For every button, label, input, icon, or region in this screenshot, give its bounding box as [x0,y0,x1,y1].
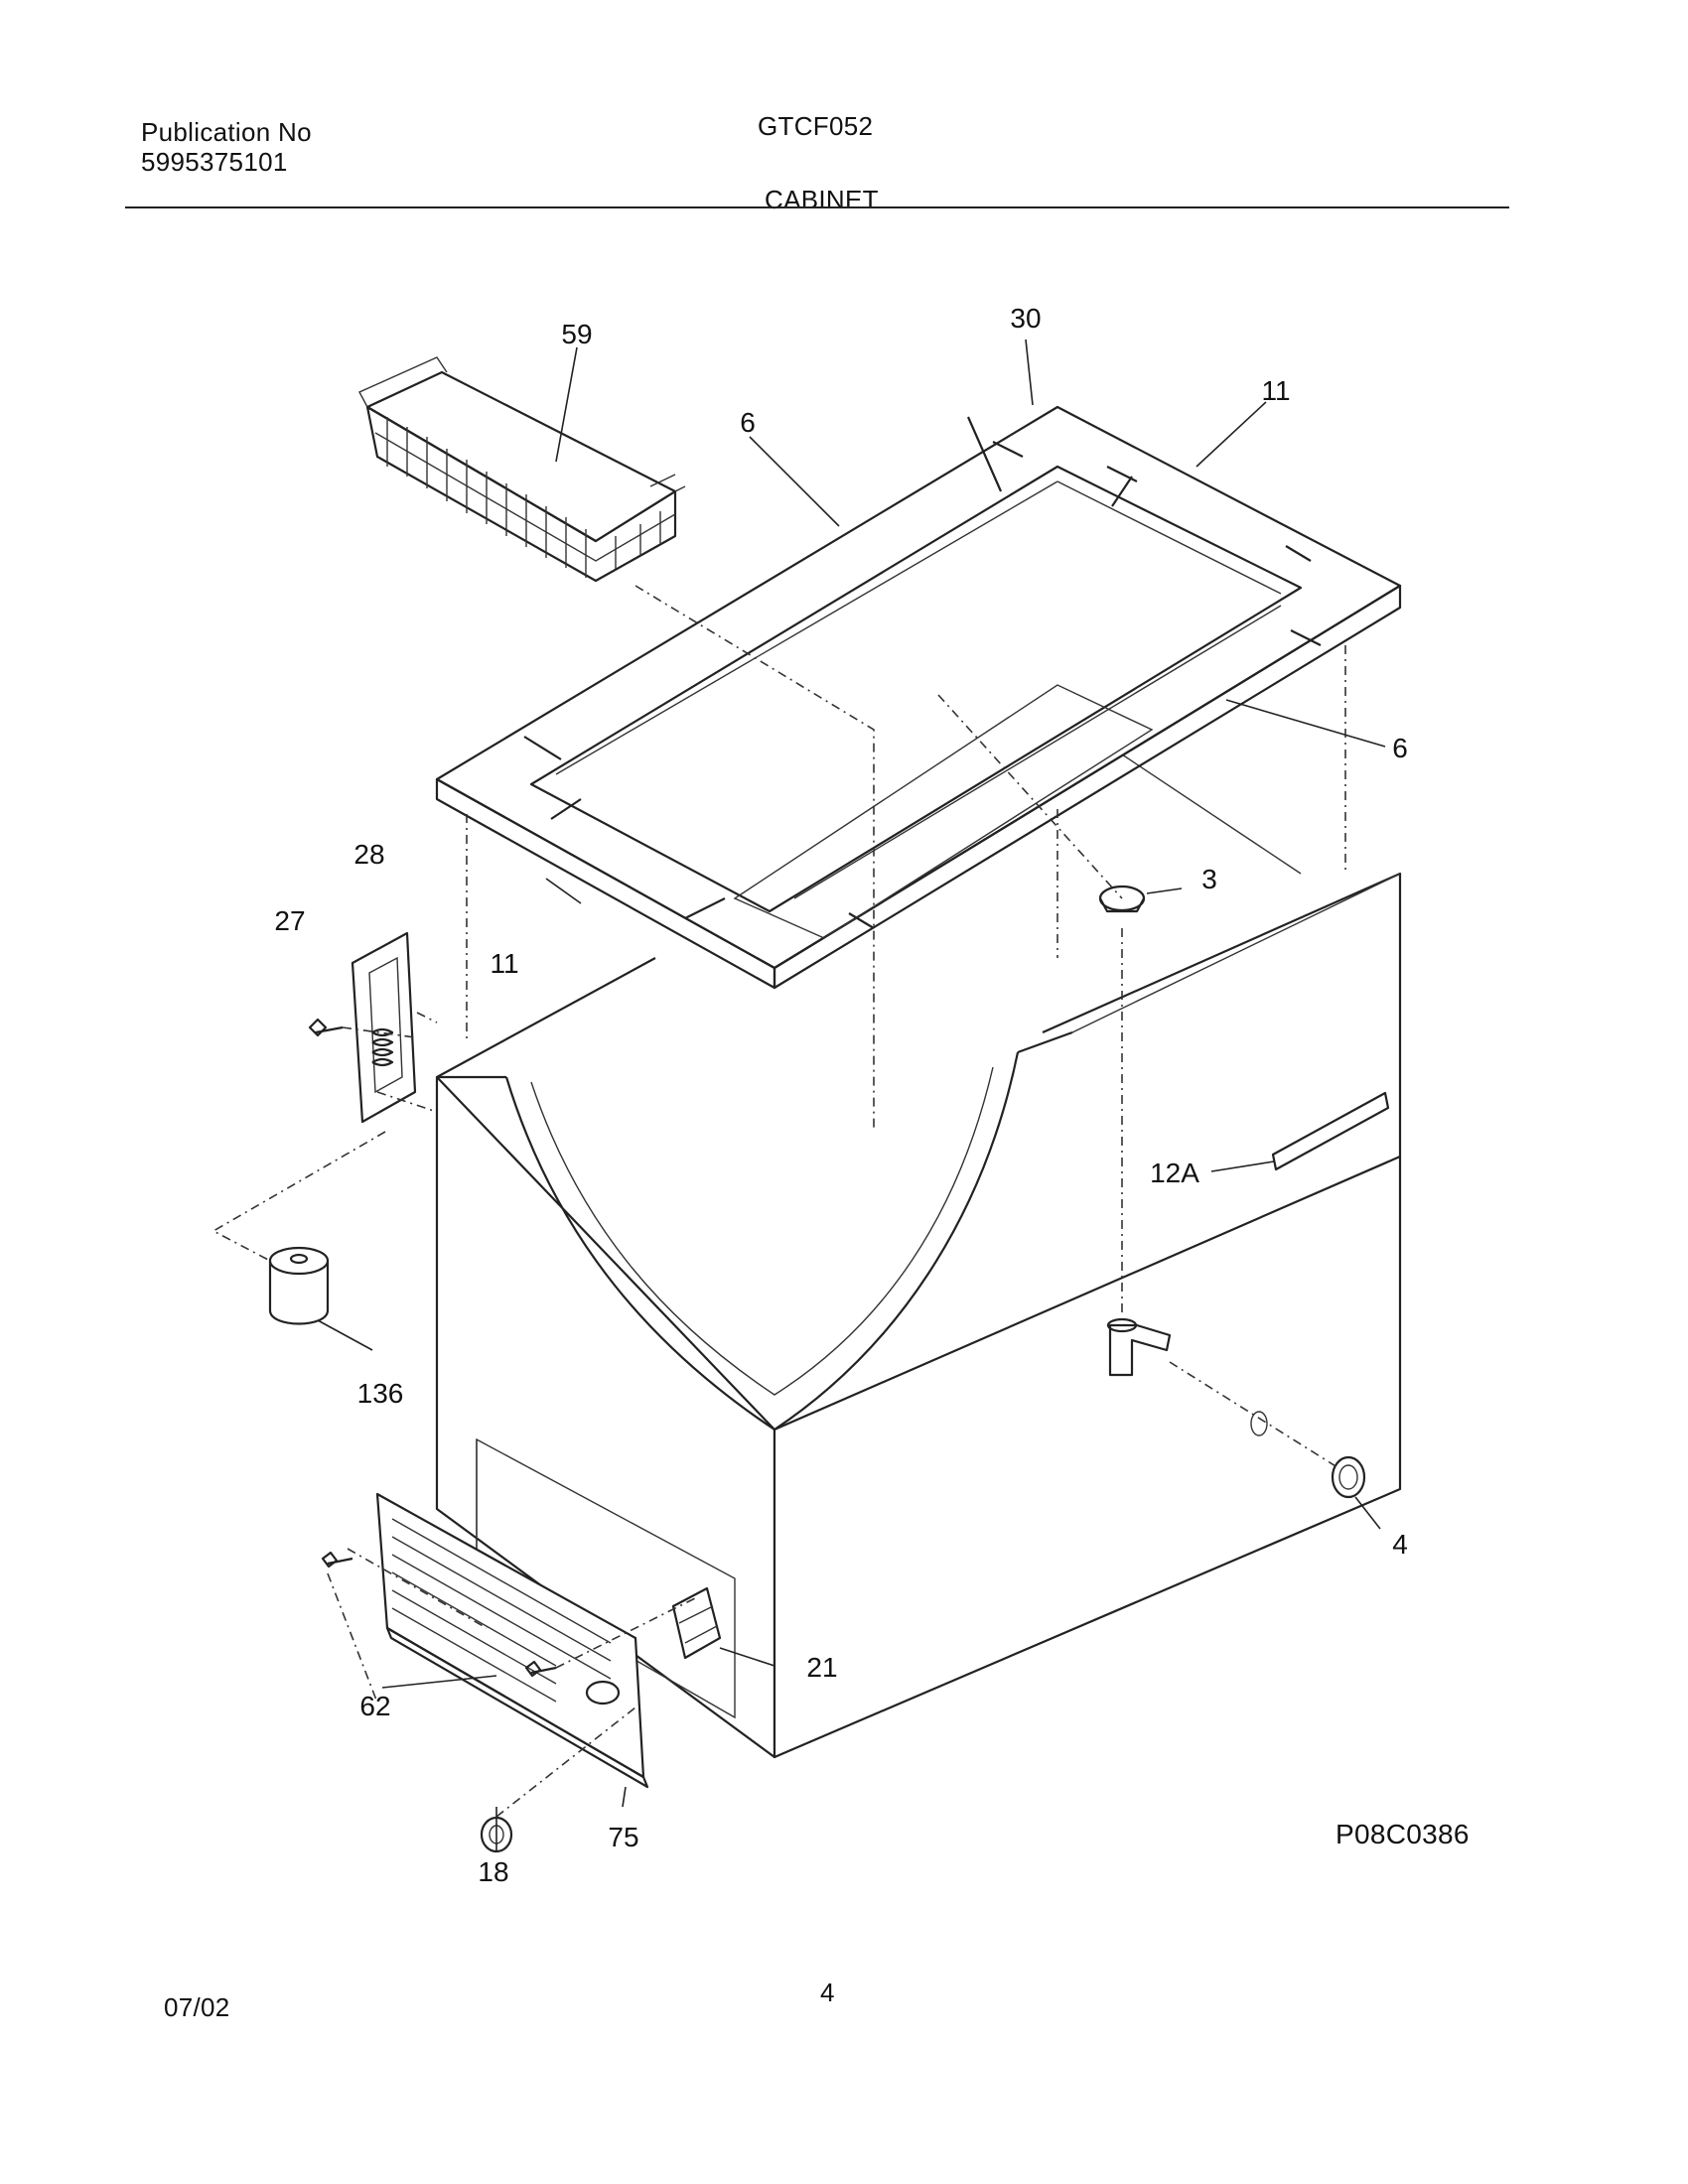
callout-75: 75 [608,1822,638,1852]
callout-18: 18 [478,1856,508,1887]
callout-21: 21 [806,1652,837,1683]
callout-11-back: 11 [1261,375,1290,406]
callout-59: 59 [561,319,592,349]
header-rule [125,206,1509,208]
callout-6-front: 6 [1392,733,1408,763]
callout-12a: 12A [1150,1158,1199,1188]
footer-date: 07/02 [164,1992,230,2022]
cabinet-body [435,753,1402,1759]
section-title: CABINET [765,185,879,214]
callout-28: 28 [353,839,384,870]
leader-lines [317,339,1386,1852]
callout-3: 3 [1201,864,1217,894]
callout-6-back: 6 [740,407,756,438]
callout-30: 30 [1010,303,1041,334]
thermostat-control [671,1586,722,1660]
wire-basket [358,356,686,583]
breaker-frame [435,405,1402,990]
publication-label: Publication No [141,117,312,147]
diagram-code: P08C0386 [1336,1819,1470,1849]
publication-number: 5995375101 [141,147,288,177]
page-number: 4 [820,1978,835,2007]
callout-62: 62 [359,1691,390,1721]
model-number: GTCF052 [758,111,874,141]
hinge-assembly [268,931,417,1325]
callout-27: 27 [274,905,305,936]
nameplate [1271,1091,1390,1171]
callout-11-front: 11 [490,948,518,979]
grille [321,1492,649,1853]
assembly-lines [211,585,1346,1818]
callout-136: 136 [357,1378,404,1409]
callout-4: 4 [1392,1529,1408,1560]
